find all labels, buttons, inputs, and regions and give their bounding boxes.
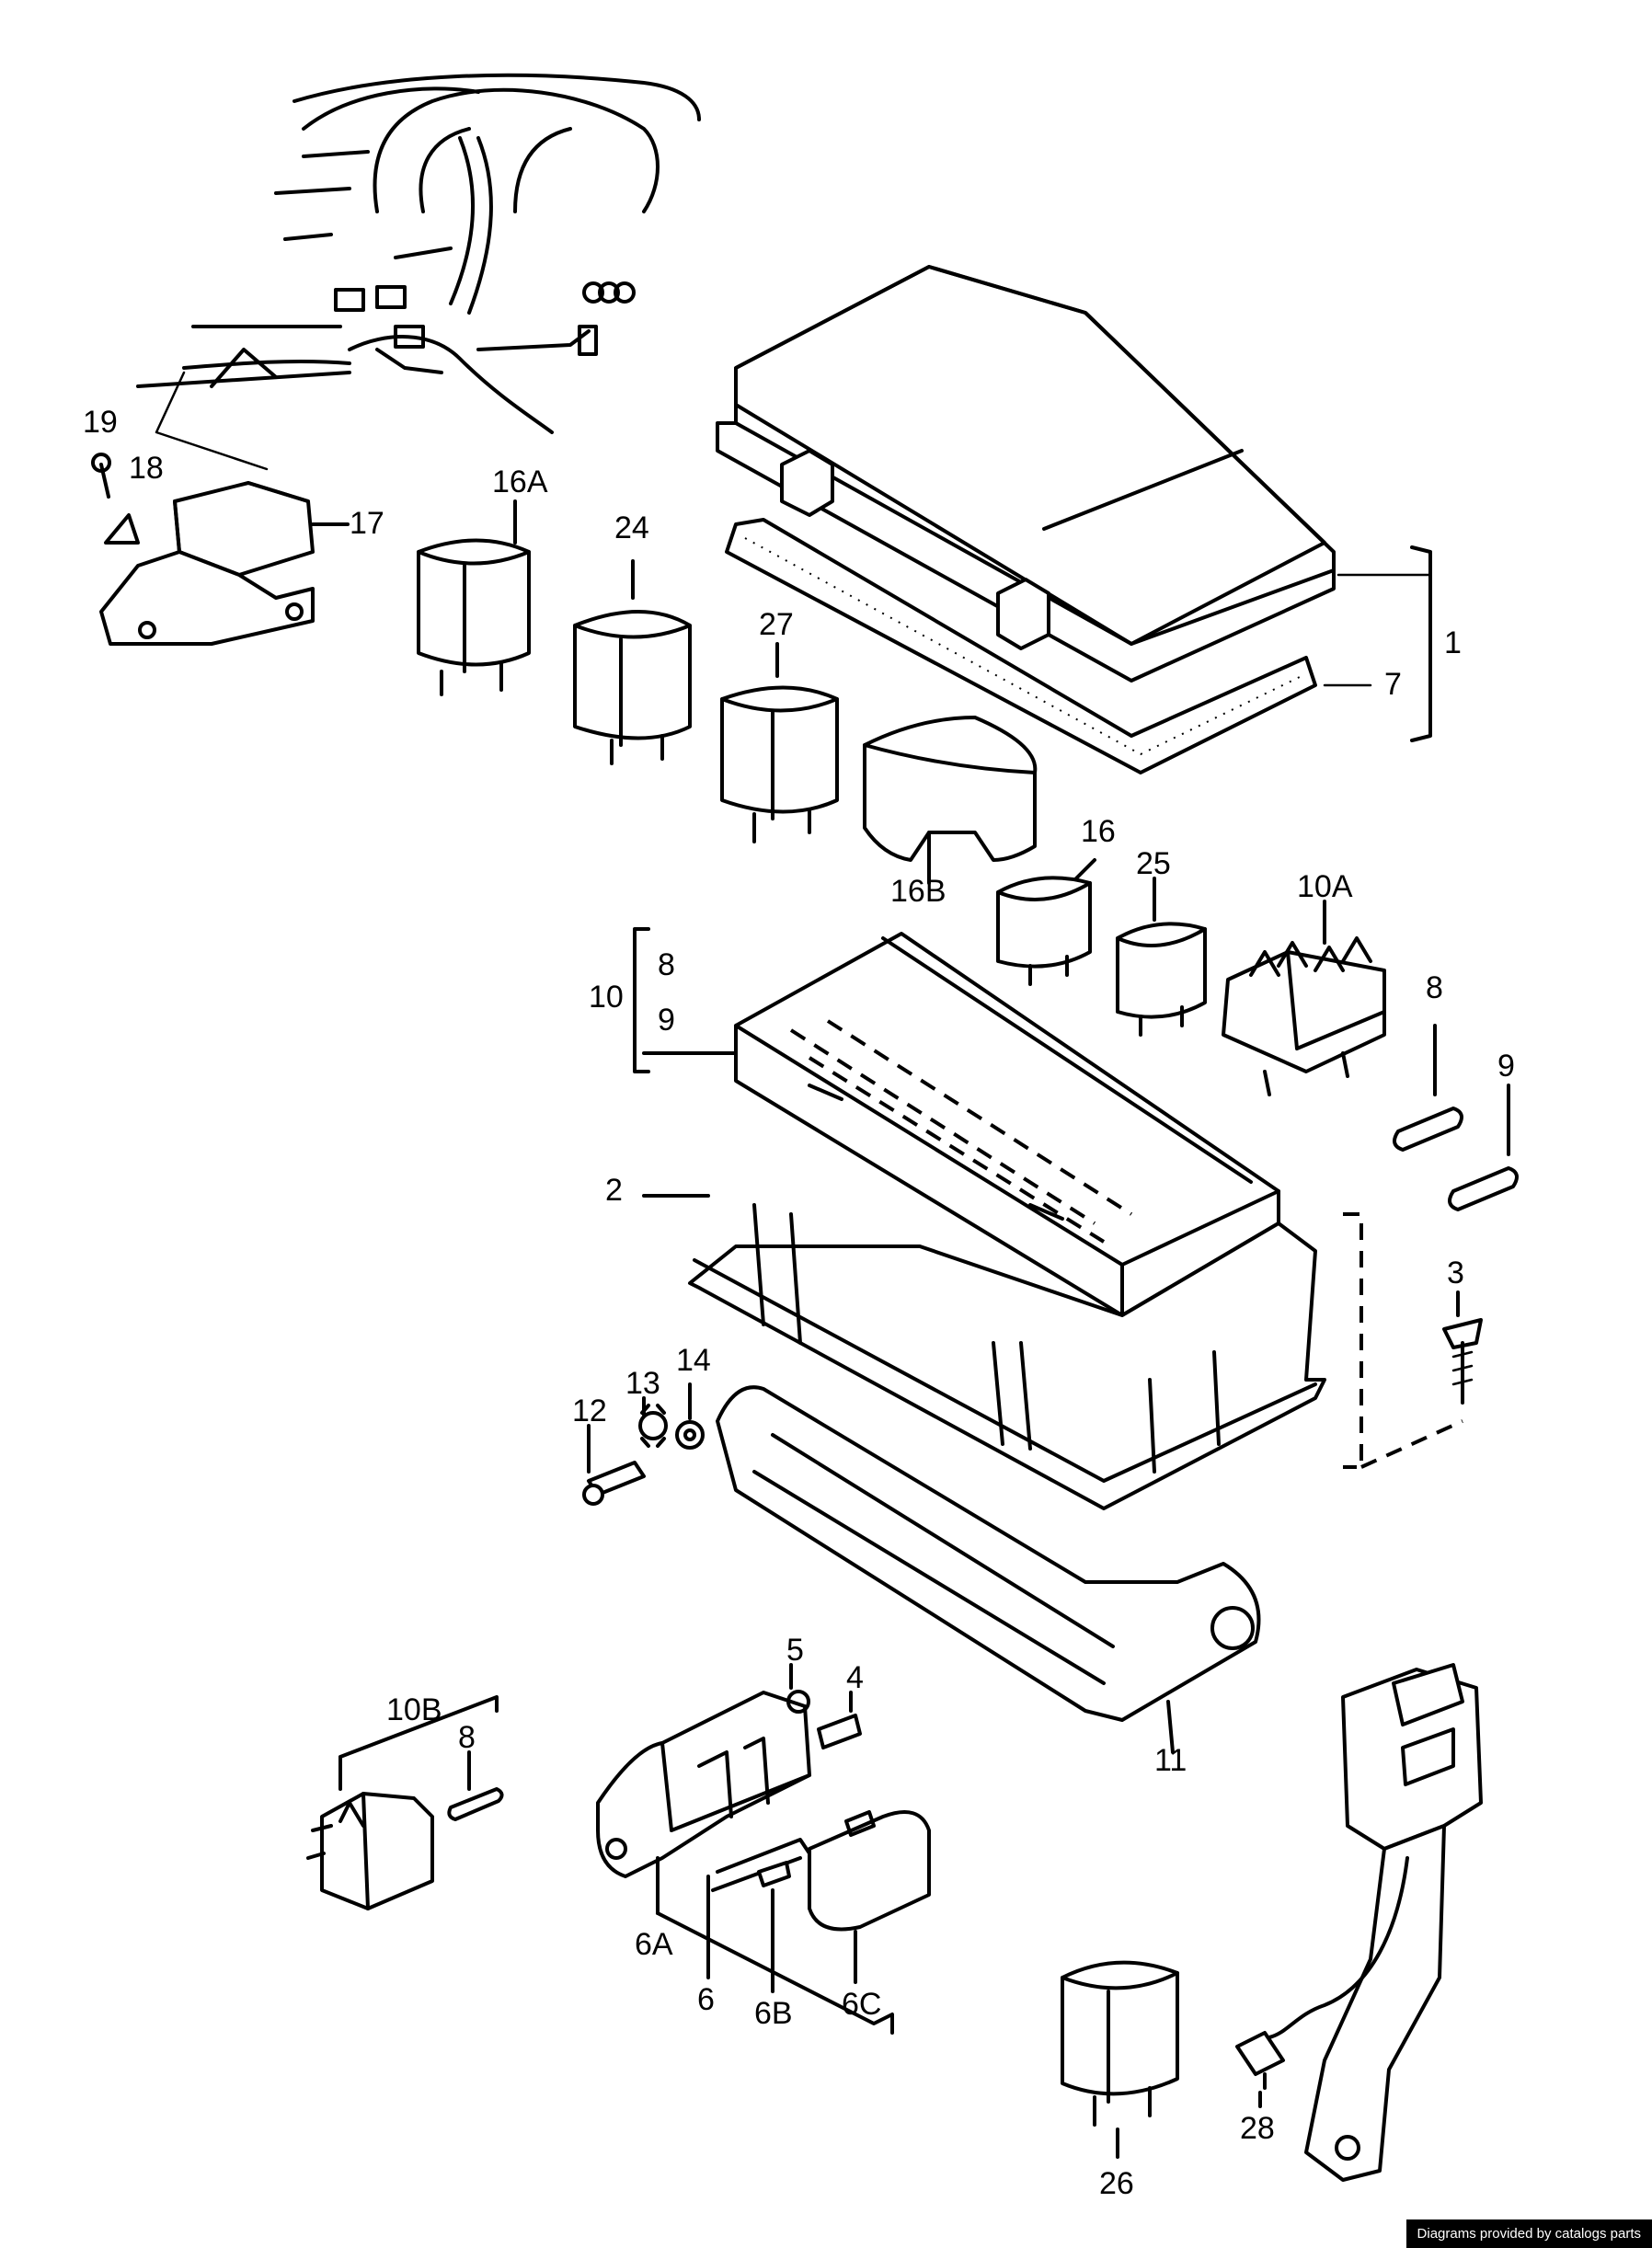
label-24: 24 (614, 510, 649, 545)
label-11: 11 (1154, 1743, 1187, 1778)
relay-16 (996, 858, 1096, 986)
label-12: 12 (572, 1394, 607, 1428)
label-27: 27 (759, 607, 794, 642)
label-10: 10 (589, 980, 624, 1015)
relay-holder-10b (306, 1695, 504, 1910)
screw-12 (582, 1424, 646, 1506)
part-17-control-module (91, 453, 350, 646)
relay-25 (1116, 877, 1207, 1037)
label-5: 5 (786, 1633, 804, 1668)
label-18: 18 (129, 451, 164, 486)
relay-cover-16b (863, 716, 1038, 885)
relay-holder-10a (1222, 900, 1386, 1096)
label-8-panel: 8 (658, 947, 675, 982)
mounting-rail-11 (716, 1385, 1261, 1754)
label-8-10b: 8 (458, 1720, 476, 1755)
label-25: 25 (1136, 846, 1171, 881)
label-4: 4 (846, 1660, 864, 1695)
fuse-box-base (642, 1194, 1463, 1510)
seat-belt-buckle (1235, 1663, 1483, 2182)
label-8-fuse: 8 (1426, 970, 1443, 1005)
credit-text: Diagrams provided by catalogs parts (1405, 2219, 1652, 2248)
fuse-box-cover (716, 265, 1432, 774)
label-6: 6 (697, 1982, 715, 2017)
label-6b: 6B (754, 1996, 793, 2031)
label-6a: 6A (635, 1927, 673, 1962)
label-1: 1 (1444, 625, 1462, 660)
label-2: 2 (605, 1173, 623, 1208)
label-6c: 6C (842, 1987, 881, 2022)
relay-26 (1061, 1960, 1179, 2159)
washer-14 (675, 1382, 705, 1450)
label-13: 13 (625, 1366, 660, 1401)
label-9-fuse: 9 (1497, 1049, 1515, 1084)
label-14: 14 (676, 1343, 711, 1378)
fuse-panel-10 (633, 927, 1280, 1317)
relay-27 (720, 642, 839, 843)
label-16: 16 (1081, 814, 1116, 849)
part-6-assembly (596, 1663, 931, 2035)
label-10b: 10B (386, 1692, 442, 1727)
label-28: 28 (1240, 2111, 1275, 2146)
label-9-panel: 9 (658, 1003, 675, 1038)
fuse-8 (1393, 1024, 1463, 1152)
relay-16a (417, 499, 531, 696)
fuse-9 (1448, 1084, 1519, 1211)
label-16a: 16A (492, 465, 548, 499)
callout-labels: 19 18 17 16A 24 27 1 7 16B 16 25 10A 8 1… (83, 405, 1515, 2201)
relay-24 (573, 559, 692, 765)
washer-13 (638, 1396, 668, 1448)
label-10a: 10A (1297, 869, 1353, 904)
label-17: 17 (350, 506, 384, 541)
label-19: 19 (83, 405, 118, 440)
label-3: 3 (1447, 1256, 1464, 1290)
screw-3 (1442, 1290, 1483, 1405)
label-26: 26 (1099, 2166, 1134, 2201)
label-7: 7 (1384, 667, 1402, 702)
dashboard-sketch (136, 73, 701, 471)
label-16b: 16B (890, 874, 946, 909)
